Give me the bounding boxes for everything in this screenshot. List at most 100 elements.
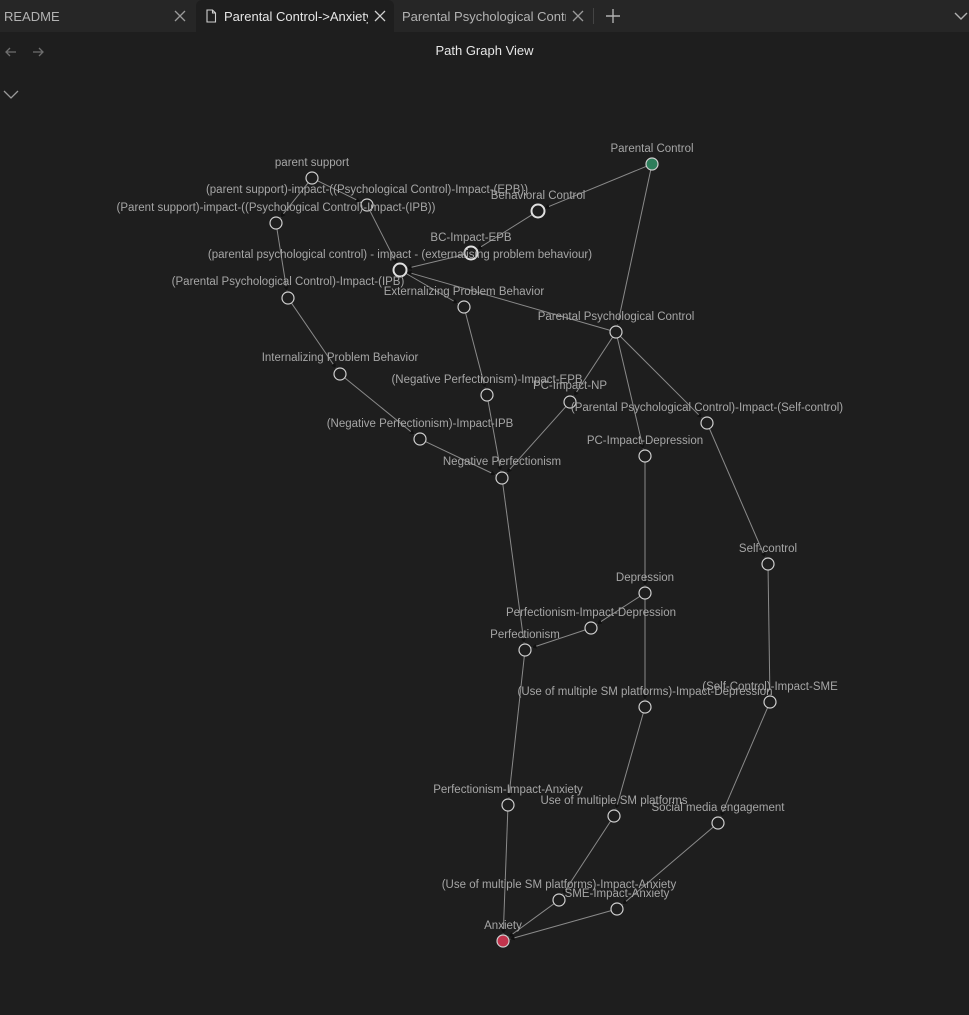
graph-node-epb[interactable]: Externalizing Problem Behavior	[384, 286, 545, 314]
graph-node-ps[interactable]: parent support	[275, 157, 350, 185]
close-icon[interactable]	[372, 8, 388, 24]
graph-node-circle[interactable]	[501, 798, 515, 812]
graph-edge	[767, 569, 773, 696]
graph-node-label: (Parental Psychological Control)-Impact-…	[172, 276, 405, 288]
graph-node-bc[interactable]: Behavioral Control	[491, 190, 586, 219]
graph-node-label: Depression	[616, 572, 674, 584]
graph-node-pfdep[interactable]: Perfectionism-Impact-Depression	[506, 607, 676, 635]
tab-label: Parental Control->Anxiety	[224, 8, 368, 24]
graph-node-circle[interactable]	[480, 388, 494, 402]
graph-node-pcdep[interactable]: PC-Impact-Depression	[587, 435, 703, 463]
graph-node-circle[interactable]	[457, 300, 471, 314]
graph-edge	[344, 377, 415, 435]
graph-node-npipb[interactable]: (Negative Perfectionism)-Impact-IPB	[327, 418, 514, 446]
graph-node-pcnp[interactable]: PC-Impact-NP	[533, 380, 607, 409]
graph-edge	[506, 406, 567, 474]
close-icon[interactable]	[172, 8, 188, 24]
graph-node-circle[interactable]	[360, 198, 374, 212]
graph-node-label: BC-Impact-EPB	[430, 232, 511, 244]
graph-node-circle[interactable]	[609, 325, 623, 339]
chevron-down-icon[interactable]	[2, 88, 20, 102]
graph-node-circle[interactable]	[638, 700, 652, 714]
graph-node-circle[interactable]	[584, 621, 598, 635]
graph-node-label: Perfectionism-Impact-Anxiety	[433, 784, 583, 796]
graph-node-umsanx[interactable]: (Use of multiple SM platforms)-Impact-An…	[442, 879, 677, 907]
graph-node-ipb[interactable]: Internalizing Problem Behavior	[262, 352, 419, 381]
graph-node-label: parent support	[275, 157, 350, 169]
graph-edge	[544, 165, 647, 209]
tab-parental-control-anxiety[interactable]: Parental Control->Anxiety	[196, 0, 394, 32]
graph-node-psipb[interactable]: (Parent support)-impact-((Psychological …	[117, 202, 436, 230]
graph-node-circle[interactable]	[463, 245, 479, 261]
close-icon[interactable]	[570, 8, 586, 24]
graph-node-pc[interactable]: Parental Control	[610, 143, 694, 171]
plus-icon[interactable]	[603, 6, 623, 26]
graph-node-anx[interactable]: Anxiety	[484, 920, 522, 948]
graph-node-label: Self-control	[739, 543, 797, 555]
graph-node-circle[interactable]	[518, 643, 532, 657]
graph-node-dep[interactable]: Depression	[616, 572, 674, 600]
graph-node-circle[interactable]	[413, 432, 427, 446]
graph-edge	[369, 210, 398, 264]
graph-node-bcepb[interactable]: BC-Impact-EPB	[430, 232, 512, 261]
graph-node-circle[interactable]	[711, 816, 725, 830]
view-header	[0, 32, 969, 72]
graph-node-circle[interactable]	[638, 586, 652, 600]
graph-edge	[506, 655, 525, 799]
graph-node-np[interactable]: Negative Perfectionism	[443, 456, 561, 485]
graph-node-circle[interactable]	[761, 557, 775, 571]
graph-node-ppcepb[interactable]: (parental psychological control) - impac…	[208, 249, 592, 278]
graph-edge	[425, 441, 496, 476]
graph-node-circle[interactable]	[281, 291, 295, 305]
graph-node-umsdep[interactable]: (Use of multiple SM platforms)-Impact-De…	[518, 686, 773, 714]
tab-parental-psychological-control[interactable]: Parental Psychological Control	[396, 0, 592, 32]
arrow-left-icon[interactable]	[3, 44, 19, 60]
graph-edge	[622, 826, 714, 905]
graph-node-smeanx[interactable]: SME-Impact-Anxiety	[565, 888, 670, 916]
graph-node-label: Behavioral Control	[491, 190, 586, 202]
graph-node-label: SME-Impact-Anxiety	[565, 888, 670, 900]
graph-edge	[596, 595, 641, 625]
graph-node-circle[interactable]	[495, 471, 509, 485]
graph-node-label: Externalizing Problem Behavior	[384, 286, 545, 298]
graph-edge	[465, 312, 487, 389]
graph-node-psepb[interactable]: (parent support)-impact-((Psychological …	[206, 184, 528, 212]
graph-node-circle[interactable]	[645, 157, 659, 171]
graph-node-circle[interactable]	[333, 367, 347, 381]
graph-node-ppcsc[interactable]: (Parental Psychological Control)-Impact-…	[571, 402, 843, 430]
graph-node-circle[interactable]	[700, 416, 714, 430]
graph-node-label: (parent support)-impact-((Psychological …	[206, 184, 528, 196]
graph-node-circle[interactable]	[610, 902, 624, 916]
graph-node-label: Perfectionism	[490, 629, 560, 641]
graph-node-ppc[interactable]: Parental Psychological Control	[538, 311, 695, 339]
graph-node-circle[interactable]	[530, 203, 546, 219]
graph-node-sme[interactable]: Social media engagement	[652, 802, 786, 830]
graph-edge	[476, 213, 534, 250]
graph-node-circle[interactable]	[563, 395, 577, 409]
graph-node-ums[interactable]: Use of multiple SM platforms	[541, 795, 688, 823]
graph-node-circle[interactable]	[305, 171, 319, 185]
graph-node-sc[interactable]: Self-control	[739, 543, 797, 571]
graph-edge	[720, 707, 769, 817]
chevron-down-icon[interactable]	[953, 8, 969, 24]
graph-node-ppcipb[interactable]: (Parental Psychological Control)-Impact-…	[172, 276, 405, 305]
graph-node-circle[interactable]	[763, 695, 777, 709]
graph-node-circle[interactable]	[269, 216, 283, 230]
graph-node-circle[interactable]	[552, 893, 566, 907]
graph-node-circle[interactable]	[638, 449, 652, 463]
graph-node-circle[interactable]	[496, 934, 510, 948]
graph-node-circle[interactable]	[392, 262, 408, 278]
graph-node-label: (Use of multiple SM platforms)-Impact-De…	[518, 686, 773, 698]
graph-edge	[616, 337, 645, 450]
arrow-right-icon[interactable]	[30, 44, 46, 60]
graph-node-pf[interactable]: Perfectionism	[490, 629, 560, 657]
graph-node-scsme[interactable]: (Self-Control)-Impact-SME	[702, 681, 838, 709]
graph-node-pfanx[interactable]: Perfectionism-Impact-Anxiety	[433, 784, 583, 812]
tab-readme[interactable]: README	[0, 0, 194, 32]
graph-node-label: (Negative Perfectionism)-Impact-IPB	[327, 418, 514, 430]
graph-node-circle[interactable]	[607, 809, 621, 823]
graph-node-npepb[interactable]: (Negative Perfectionism)-Impact-EPB	[391, 374, 583, 402]
graph-edge	[500, 810, 509, 935]
